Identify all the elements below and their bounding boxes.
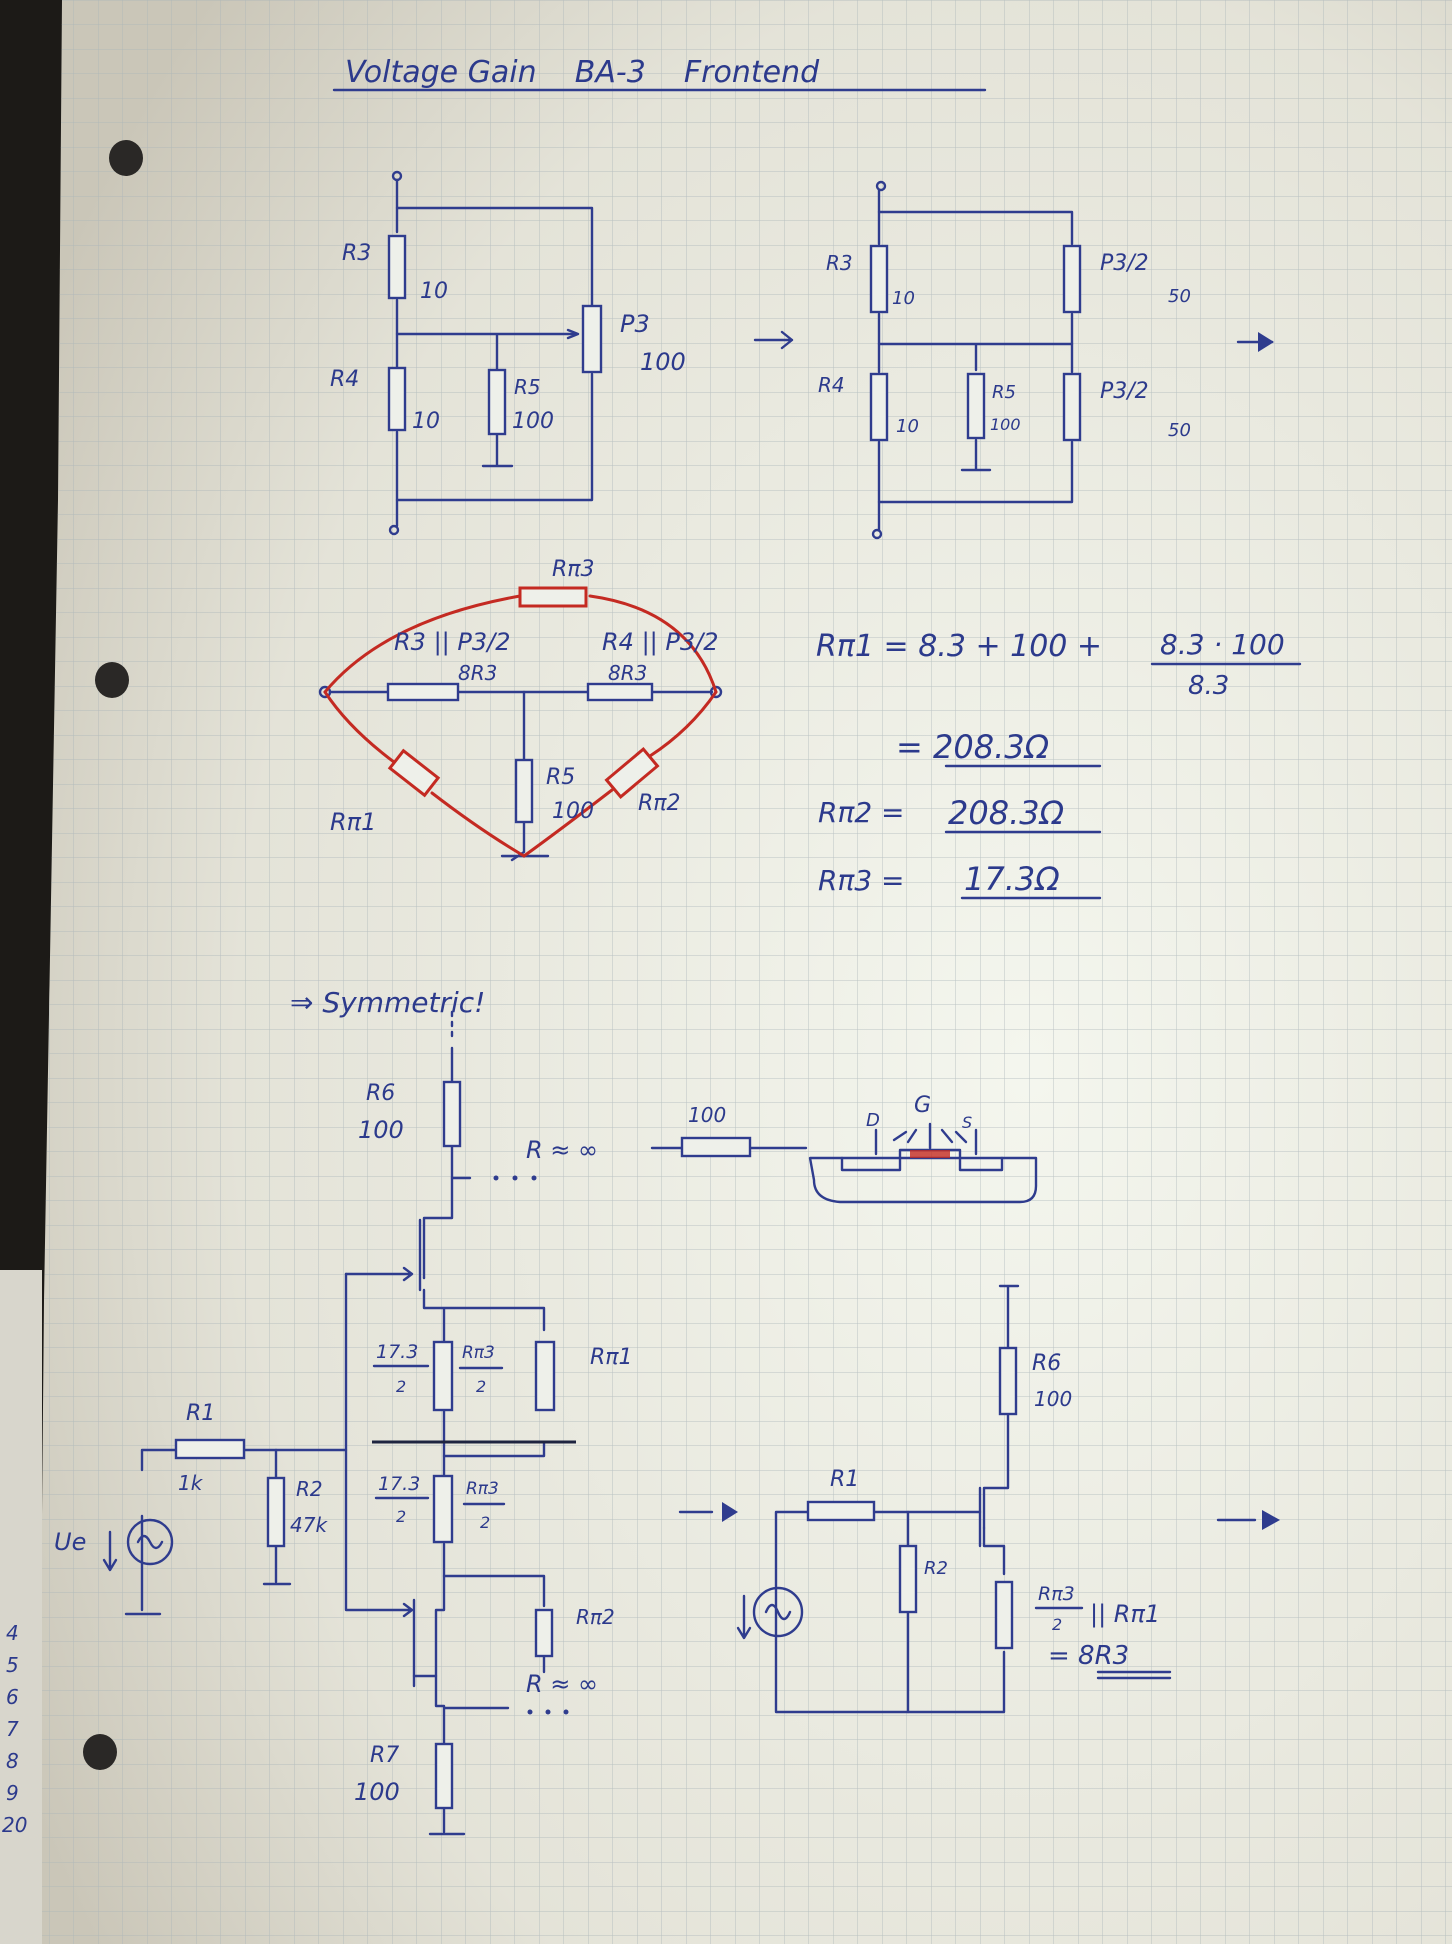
r4-label: R4 [330,367,359,392]
circuit-1: R3 10 R4 10 R5 100 P3 100 [330,170,686,536]
punch-hole [83,1734,117,1770]
rpi3-label: Rπ3 [552,557,595,582]
margin-number: 7 [6,1717,19,1741]
result: = 8R3 [1048,1641,1129,1671]
r7-value: 100 [354,1778,400,1806]
punch-hole [109,140,143,176]
margin-number: 20 [2,1813,27,1837]
mosfet-cross-section: 100 D G S [650,1093,1038,1204]
r4-value: 10 [896,416,919,437]
r-infinity: R ≈ ∞ [526,1136,598,1164]
r5-value: 100 [990,415,1021,434]
punch-hole [95,662,129,698]
top-frac-den: 2 [396,1377,406,1396]
gate-label: G [914,1093,931,1118]
top-rpi-den: 2 [476,1377,486,1396]
parallel-rpi1: || Rπ1 [1090,1600,1160,1628]
page-title: Voltage Gain BA-3 Frontend [345,55,820,90]
rpi1-label: Rπ1 [590,1345,633,1370]
eq3-lhs: Rπ2 = [818,796,905,829]
r2-label: R2 [296,1477,323,1501]
r2-label: R2 [924,1558,948,1579]
margin-number: 5 [6,1653,19,1677]
r7-label: R7 [370,1743,399,1768]
frac-den: 2 [1052,1615,1062,1634]
r4-label: R4 [818,373,845,397]
frac-num: Rπ3 [1038,1583,1075,1605]
gate-resistor-value: 100 [688,1103,726,1127]
r6-label: R6 [366,1081,395,1106]
arrow-icon [753,330,794,350]
rpi2-label: Rπ2 [576,1605,615,1629]
right-parallel-label: R4 || P3/2 [602,628,718,656]
r1-value: 1k [178,1471,204,1495]
right-parallel-value: 8R3 [608,661,647,685]
left-parallel-label: R3 || P3/2 [394,628,510,656]
margin-number: 4 [6,1621,19,1645]
symmetric-note: ⇒ Symmetric! [290,986,485,1019]
bot-rpi-den: 2 [480,1513,490,1532]
margin-number: 9 [6,1781,19,1805]
circuit-2: R3 10 R4 10 R5 100 P3/2 50 P3/2 50 [818,180,1191,540]
p3b-value: 50 [1168,420,1191,441]
rpi2-label: Rπ2 [638,791,681,816]
p3-label: P3 [620,310,650,338]
r3-value: 10 [892,288,915,309]
r3-value: 10 [420,279,448,304]
r5-label: R5 [992,382,1016,403]
fet-circuit: R6 100 R ≈ ∞ 17.3 2 Rπ3 2 Rπ1 17.3 2 Rπ3… [54,1010,633,1836]
r5-label: R5 [546,765,575,790]
r1-label: R1 [186,1401,215,1426]
r1-label: R1 [830,1467,859,1492]
drain-label: D [866,1110,880,1131]
r3-label: R3 [826,251,853,275]
rpi1-label: Rπ1 [330,808,376,836]
pi-network: Rπ3 R3 || P3/2 8R3 R4 || P3/2 8R3 R5 100… [318,557,723,862]
p3b-label: P3/2 [1100,379,1149,404]
top-rpi-num: Rπ3 [462,1343,495,1363]
source-label: S [962,1113,972,1132]
r2-value: 47k [290,1513,328,1537]
r5-value: 100 [552,799,594,824]
r6-label: R6 [1032,1351,1061,1376]
equations: Rπ1 = 8.3 + 100 + 8.3 · 100 8.3 = 208.3Ω… [816,628,1302,900]
margin-number: 6 [6,1685,19,1709]
p3a-label: P3/2 [1100,251,1149,276]
eq1-lhs: Rπ1 = 8.3 + 100 + [816,629,1102,664]
eq3-rhs: 208.3Ω [948,794,1065,832]
left-parallel-value: 8R3 [458,661,497,685]
bot-rpi-num: Rπ3 [466,1479,499,1499]
p3-value: 100 [640,348,686,376]
eq1-denominator: 8.3 [1188,671,1229,701]
r-infinity: R ≈ ∞ [526,1670,598,1698]
r5-value: 100 [512,409,554,434]
r3-label: R3 [342,241,371,266]
p3a-value: 50 [1168,286,1191,307]
r5-label: R5 [514,375,541,399]
top-frac-num: 17.3 [376,1341,418,1363]
margin-number: 8 [6,1749,19,1773]
eq4-lhs: Rπ3 = [818,864,905,897]
eq1-numerator: 8.3 · 100 [1160,628,1285,661]
circuit-4: R1 R2 R6 100 Rπ3 2 || Rπ1 = 8R3 [678,1284,1280,1714]
source-label: Ue [54,1528,86,1556]
bot-frac-den: 2 [396,1507,406,1526]
bot-frac-num: 17.3 [378,1473,420,1495]
r6-value: 100 [1034,1387,1072,1411]
eq4-rhs: 17.3Ω [964,860,1060,898]
r6-value: 100 [358,1116,404,1144]
eq2: = 208.3Ω [896,728,1050,766]
r4-value: 10 [412,409,440,434]
